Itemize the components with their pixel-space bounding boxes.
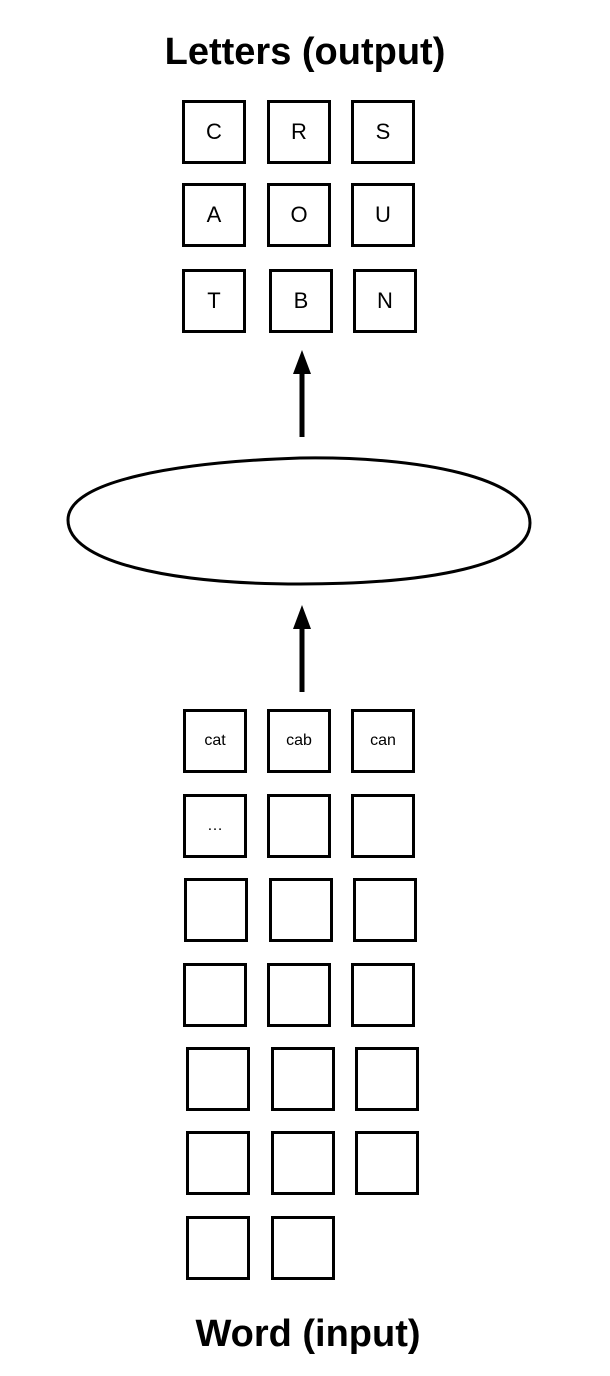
word-cell bbox=[353, 878, 417, 942]
word-cell bbox=[269, 878, 333, 942]
word-cell bbox=[186, 1131, 250, 1195]
word-cell bbox=[267, 963, 331, 1027]
letter-cell: U bbox=[351, 183, 415, 247]
letter-cell: N bbox=[353, 269, 417, 333]
word-cell bbox=[271, 1131, 335, 1195]
letter-cell: O bbox=[267, 183, 331, 247]
word-cell bbox=[271, 1047, 335, 1111]
hidden-layer-ellipse bbox=[66, 456, 532, 586]
letter-cell: B bbox=[269, 269, 333, 333]
output-title: Letters (output) bbox=[164, 31, 446, 73]
word-cell: can bbox=[351, 709, 415, 773]
word-cell bbox=[355, 1047, 419, 1111]
letter-cell: S bbox=[351, 100, 415, 164]
word-cell bbox=[183, 963, 247, 1027]
letter-cell: C bbox=[182, 100, 246, 164]
lower-arrow bbox=[293, 605, 311, 692]
word-cell bbox=[351, 794, 415, 858]
word-cell bbox=[186, 1047, 250, 1111]
word-cell bbox=[351, 963, 415, 1027]
word-cell bbox=[355, 1131, 419, 1195]
upper-arrow bbox=[293, 350, 311, 437]
word-cell bbox=[186, 1216, 250, 1280]
letter-cell: A bbox=[182, 183, 246, 247]
word-cell bbox=[184, 878, 248, 942]
letter-cell: R bbox=[267, 100, 331, 164]
word-cell: cat bbox=[183, 709, 247, 773]
word-cell: … bbox=[183, 794, 247, 858]
word-cell bbox=[267, 794, 331, 858]
letter-cell: T bbox=[182, 269, 246, 333]
input-title: Word (input) bbox=[195, 1313, 421, 1355]
word-cell: cab bbox=[267, 709, 331, 773]
word-cell bbox=[271, 1216, 335, 1280]
